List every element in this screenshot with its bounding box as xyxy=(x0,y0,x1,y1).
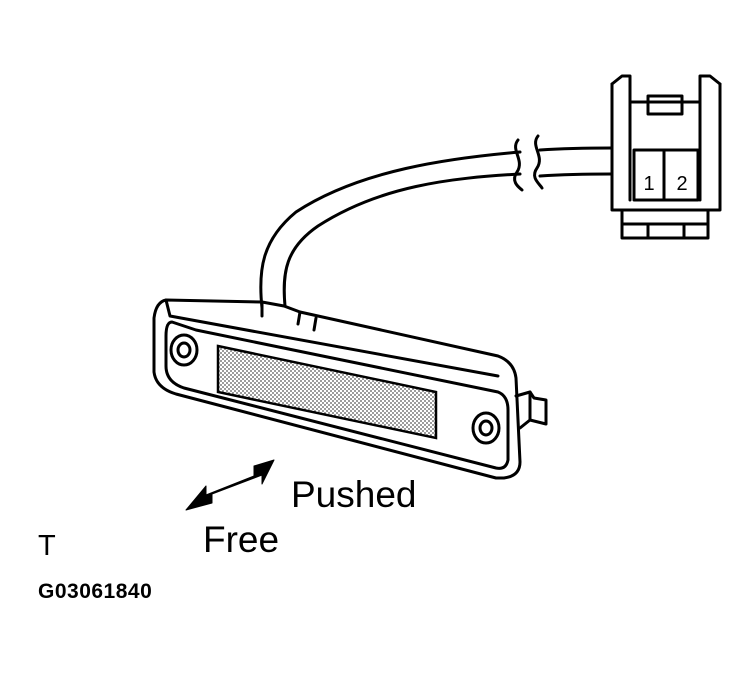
left-screw-hole xyxy=(169,333,199,367)
pushed-label: Pushed xyxy=(291,474,417,515)
switch-lens xyxy=(216,344,438,440)
right-screw-hole xyxy=(471,411,501,445)
connector-pin-1-label: 1 xyxy=(643,173,654,195)
direction-arrow xyxy=(185,459,275,511)
connector xyxy=(610,74,722,240)
figure-code: G03061840 xyxy=(38,580,153,603)
free-label: Free xyxy=(203,519,280,560)
connector-pin-2-label: 2 xyxy=(676,173,687,195)
cable xyxy=(259,134,614,310)
switch-housing xyxy=(152,298,548,480)
t-mark-label: T xyxy=(38,530,56,562)
connector-pin-window xyxy=(632,148,700,202)
